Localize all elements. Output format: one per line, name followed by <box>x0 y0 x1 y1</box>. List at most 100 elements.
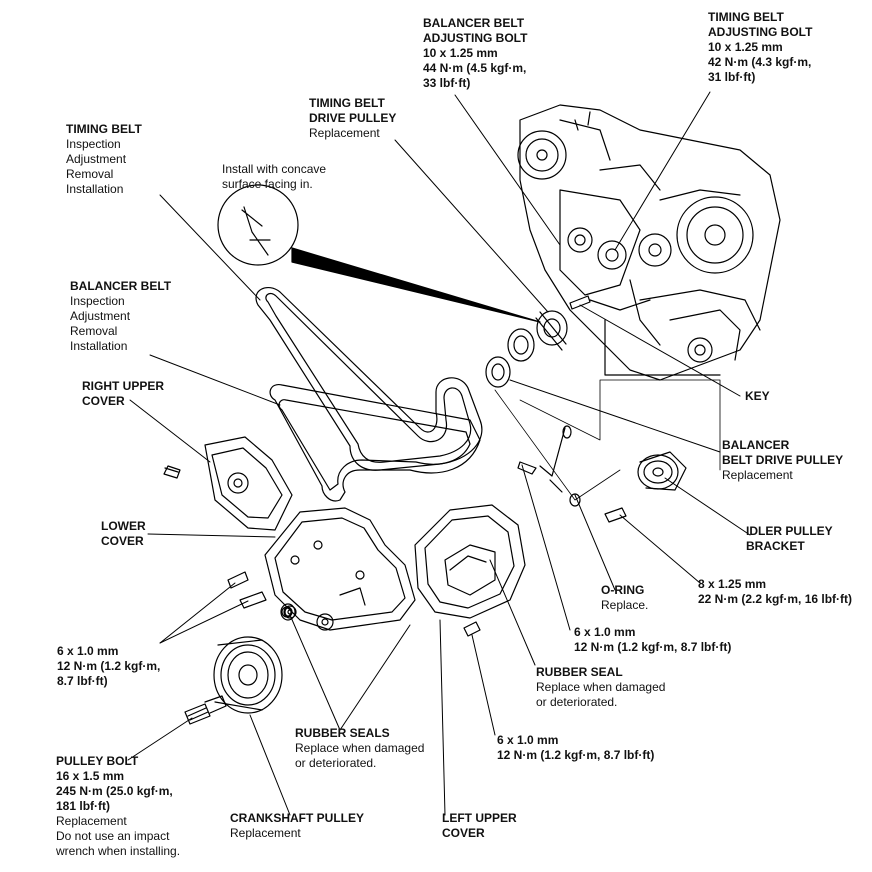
balancer-belt-title: BALANCER BELT <box>70 279 172 293</box>
install-note-line-1: Install with concave <box>222 162 327 176</box>
crankshaft-pulley-note: Replacement <box>230 826 301 840</box>
inset-pointer-wedge <box>291 247 541 323</box>
drive-pulleys <box>485 295 591 388</box>
reference-box <box>519 379 721 471</box>
timing-adj-bolt-title-1: TIMING BELT <box>708 10 784 24</box>
rubber-seals-title: RUBBER SEALS <box>295 726 390 740</box>
idler-pulley-bracket <box>604 451 687 523</box>
bolt-6x10-bottom-size: 6 x 1.0 mm <box>497 733 559 747</box>
timing-belt <box>255 287 483 471</box>
install-note-label: Install with concave surface facing in. <box>222 162 326 192</box>
timing-belt-label: TIMING BELT Inspection Adjustment Remova… <box>66 122 142 197</box>
balancer-adj-bolt-title-1: BALANCER BELT <box>423 16 525 30</box>
balancer-adj-bolt-torque-2: 33 lbf·ft) <box>423 76 471 90</box>
washer-detail-inset <box>217 184 299 266</box>
rubber-seal-title: RUBBER SEAL <box>536 665 623 679</box>
pulley-bolt <box>184 695 227 725</box>
o-ring-title: O-RING <box>601 583 645 597</box>
rubber-seals-label: RUBBER SEALS Replace when damaged or det… <box>295 726 424 771</box>
pulley-bolt-torque: 245 N·m (25.0 kgf·m, <box>56 784 173 798</box>
lower-cover-line-2: COVER <box>101 534 144 548</box>
crankshaft-pulley-title: CRANKSHAFT PULLEY <box>230 811 364 825</box>
timing-belt-adjusting-bolt-label: TIMING BELT ADJUSTING BOLT 10 x 1.25 mm … <box>708 10 812 85</box>
pulley-bolt-size: 16 x 1.5 mm <box>56 769 125 783</box>
bolt-6x10-left-torque-2: 8.7 lbf·ft) <box>57 674 108 688</box>
right-upper-cover-line-1: RIGHT UPPER <box>82 379 165 393</box>
balancer-belt-op-4: Installation <box>70 339 128 353</box>
left-upper-cover-line-2: COVER <box>442 826 485 840</box>
timing-adj-bolt-torque-2: 31 lbf·ft) <box>708 70 756 84</box>
cover-bolts <box>227 571 481 637</box>
timing-belt-op-3: Removal <box>66 167 114 181</box>
balancer-drive-pulley-title-1: BALANCER <box>722 438 790 452</box>
bolt-8x125-label: 8 x 1.25 mm 22 N·m (2.2 kgf·m, 16 lbf·ft… <box>698 577 852 607</box>
balancer-belt-adjusting-bolt-label: BALANCER BELT ADJUSTING BOLT 10 x 1.25 m… <box>423 16 527 91</box>
timing-belt-op-1: Inspection <box>66 137 121 151</box>
timing-drive-pulley-title-2: DRIVE PULLEY <box>309 111 397 125</box>
key-title: KEY <box>745 389 770 403</box>
balancer-adj-bolt-title-2: ADJUSTING BOLT <box>423 31 528 45</box>
bolt-6x10-left-label: 6 x 1.0 mm 12 N·m (1.2 kgf·m, 8.7 lbf·ft… <box>57 644 160 689</box>
timing-adj-bolt-size: 10 x 1.25 mm <box>708 40 783 54</box>
idler-bracket-line-1: IDLER PULLEY <box>746 524 833 538</box>
bolt-6x10-left-size: 6 x 1.0 mm <box>57 644 119 658</box>
pulley-bolt-title: PULLEY BOLT <box>56 754 139 768</box>
balancer-belt-drive-pulley-label: BALANCER BELT DRIVE PULLEY Replacement <box>722 438 843 483</box>
o-ring-label: O-RING Replace. <box>601 583 648 613</box>
pulley-bolt-label: PULLEY BOLT 16 x 1.5 mm 245 N·m (25.0 kg… <box>56 754 180 859</box>
engine-assembly <box>517 104 781 381</box>
balancer-belt-op-2: Adjustment <box>70 309 131 323</box>
left-upper-cover-line-1: LEFT UPPER <box>442 811 517 825</box>
rubber-seals-note-2: or deteriorated. <box>295 756 377 770</box>
bolt-6x10-bottom-label: 6 x 1.0 mm 12 N·m (1.2 kgf·m, 8.7 lbf·ft… <box>497 733 654 763</box>
timing-drive-pulley-title-1: TIMING BELT <box>309 96 385 110</box>
crankshaft-pulley <box>213 636 283 714</box>
balancer-belt-op-3: Removal <box>70 324 118 338</box>
adjuster-rod <box>517 425 581 507</box>
timing-belt-op-4: Installation <box>66 182 124 196</box>
timing-belt-op-2: Adjustment <box>66 152 127 166</box>
bolt-6x10-mid-torque: 12 N·m (1.2 kgf·m, 8.7 lbf·ft) <box>574 640 732 654</box>
balancer-belt-op-1: Inspection <box>70 294 125 308</box>
pulley-bolt-note-2: Do not use an impact <box>56 829 170 843</box>
bolt-6x10-left-torque: 12 N·m (1.2 kgf·m, <box>57 659 161 673</box>
left-upper-cover <box>414 504 526 619</box>
balancer-adj-bolt-torque: 44 N·m (4.5 kgf·m, <box>423 61 527 75</box>
idler-pulley-bracket-label: IDLER PULLEY BRACKET <box>746 524 833 554</box>
pulley-bolt-note-1: Replacement <box>56 814 127 828</box>
key-label: KEY <box>745 389 770 404</box>
bolt-8x125-size: 8 x 1.25 mm <box>698 577 767 591</box>
rubber-seal-label: RUBBER SEAL Replace when damaged or dete… <box>536 665 665 710</box>
right-upper-cover <box>163 436 293 531</box>
right-upper-cover-line-2: COVER <box>82 394 125 408</box>
left-upper-cover-label: LEFT UPPER COVER <box>442 811 517 841</box>
bolt-6x10-mid-size: 6 x 1.0 mm <box>574 625 636 639</box>
balancer-drive-pulley-note: Replacement <box>722 468 793 482</box>
balancer-belt-label: BALANCER BELT Inspection Adjustment Remo… <box>70 279 171 354</box>
leader-lines <box>127 91 751 816</box>
install-note-line-2: surface facing in. <box>222 177 313 191</box>
balancer-drive-pulley-title-2: BELT DRIVE PULLEY <box>722 453 844 467</box>
lower-cover-line-1: LOWER <box>101 519 146 533</box>
rubber-seal-small <box>280 603 296 621</box>
timing-belt-drive-pulley-label: TIMING BELT DRIVE PULLEY Replacement <box>309 96 396 141</box>
timing-adj-bolt-torque: 42 N·m (4.3 kgf·m, <box>708 55 812 69</box>
lower-cover <box>264 507 416 631</box>
idler-bracket-line-2: BRACKET <box>746 539 805 553</box>
bolt-6x10-mid-label: 6 x 1.0 mm 12 N·m (1.2 kgf·m, 8.7 lbf·ft… <box>574 625 731 655</box>
rubber-seal-note-2: or deteriorated. <box>536 695 618 709</box>
right-upper-cover-label: RIGHT UPPER COVER <box>82 379 164 409</box>
crankshaft-pulley-label: CRANKSHAFT PULLEY Replacement <box>230 811 364 841</box>
timing-adj-bolt-title-2: ADJUSTING BOLT <box>708 25 813 39</box>
timing-drive-pulley-note: Replacement <box>309 126 380 140</box>
rubber-seals-note-1: Replace when damaged <box>295 741 425 755</box>
lower-cover-label: LOWER COVER <box>101 519 146 549</box>
balancer-adj-bolt-size: 10 x 1.25 mm <box>423 46 498 60</box>
rubber-seal-note-1: Replace when damaged <box>536 680 666 694</box>
bolt-6x10-bottom-torque: 12 N·m (1.2 kgf·m, 8.7 lbf·ft) <box>497 748 655 762</box>
timing-belt-title: TIMING BELT <box>66 122 142 136</box>
o-ring-note: Replace. <box>601 598 649 612</box>
balancer-belt <box>269 383 481 502</box>
pulley-bolt-torque-2: 181 lbf·ft) <box>56 799 110 813</box>
